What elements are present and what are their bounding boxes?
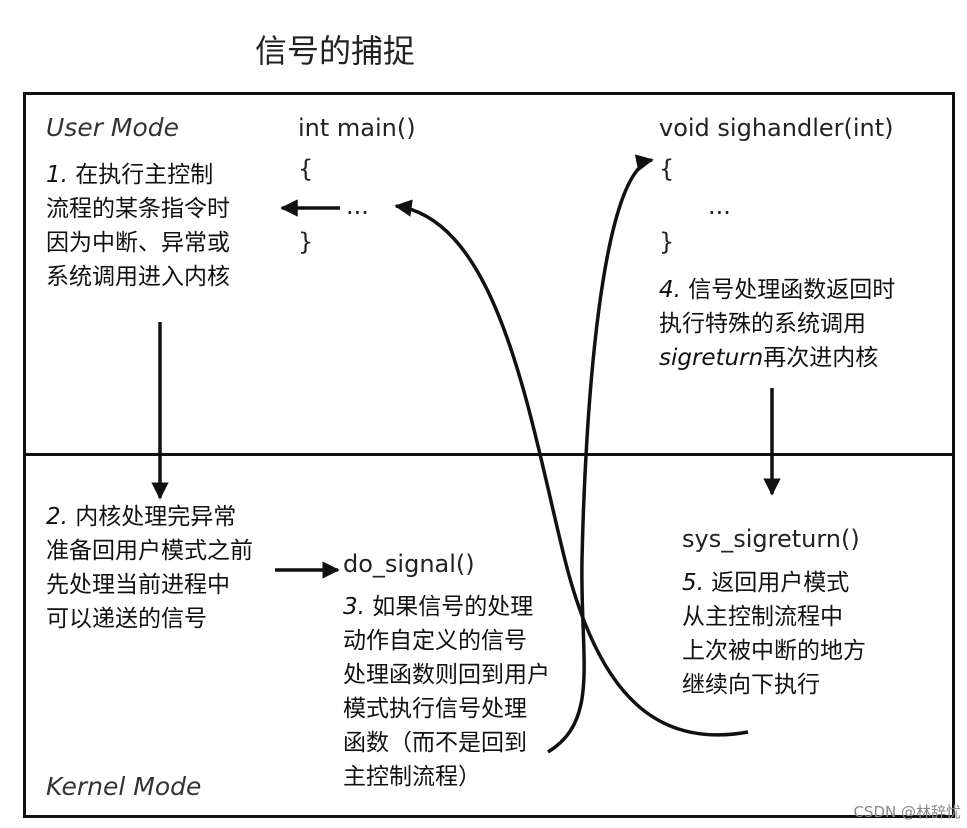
step1-number: 1. xyxy=(46,162,68,188)
step1-line: 因为中断、异常或 xyxy=(46,230,230,256)
user-mode-label: User Mode xyxy=(46,113,180,142)
step4-line: 执行特殊的系统调用 xyxy=(659,311,866,337)
step2-text: 2. 内核处理完异常 准备回用户模式之前 先处理当前进程中 可以递送的信号 xyxy=(46,500,253,636)
sigreturn-word: sigreturn xyxy=(659,345,764,371)
step4-number: 4. xyxy=(659,277,681,303)
step5-line: 上次被中断的地方 xyxy=(682,638,866,664)
step5-line: 继续向下执行 xyxy=(682,672,820,698)
mode-divider xyxy=(23,453,955,456)
step3-number: 3. xyxy=(343,594,365,620)
step3-line: 处理函数则回到用户 xyxy=(343,662,550,688)
step1-text: 1. 在执行主控制 流程的某条指令时 因为中断、异常或 系统调用进入内核 xyxy=(46,158,230,294)
handler-open-brace: { xyxy=(659,155,675,183)
main-signature: int main() xyxy=(298,114,416,142)
step4-tail: 再次进内核 xyxy=(763,345,879,371)
step2-line: 准备回用户模式之前 xyxy=(46,538,253,564)
step2-line: 内核处理完异常 xyxy=(75,504,237,530)
main-close-brace: } xyxy=(298,228,314,256)
step4-line: 信号处理函数返回时 xyxy=(688,277,896,303)
step1-line: 在执行主控制 xyxy=(75,162,214,188)
watermark: CSDN @林辞忧 xyxy=(853,803,961,821)
handler-close-brace: } xyxy=(659,228,675,256)
step2-line: 可以递送的信号 xyxy=(46,606,207,632)
step3-line: 动作自定义的信号 xyxy=(343,628,527,654)
step4-text: 4. 信号处理函数返回时 执行特殊的系统调用 sigreturn再次进内核 xyxy=(659,273,895,375)
main-ellipsis: ... xyxy=(346,192,369,220)
handler-signature: void sighandler(int) xyxy=(659,114,894,142)
step5-number: 5. xyxy=(682,570,704,596)
diagram-title: 信号的捕捉 xyxy=(255,32,416,70)
step5-line: 从主控制流程中 xyxy=(682,604,843,630)
step3-line: 如果信号的处理 xyxy=(372,594,534,620)
arrow-return-main xyxy=(394,199,749,737)
step2-line: 先处理当前进程中 xyxy=(46,572,230,598)
main-open-brace: { xyxy=(298,155,314,183)
kernel-mode-label: Kernel Mode xyxy=(46,772,202,801)
handler-ellipsis: ... xyxy=(708,192,731,220)
step2-number: 2. xyxy=(46,504,68,530)
step5-line: 返回用户模式 xyxy=(711,570,850,596)
step3-line: 模式执行信号处理 xyxy=(343,696,527,722)
step3-line: 函数（而不是回到 xyxy=(343,730,527,756)
sys-sigreturn-func: sys_sigreturn() xyxy=(682,525,860,553)
do-signal-func: do_signal() xyxy=(343,550,475,578)
step1-line: 系统调用进入内核 xyxy=(46,264,230,290)
step5-text: 5. 返回用户模式 从主控制流程中 上次被中断的地方 继续向下执行 xyxy=(682,566,866,702)
step1-line: 流程的某条指令时 xyxy=(46,196,230,222)
step3-line: 主控制流程） xyxy=(343,764,481,790)
step3-text: 3. 如果信号的处理 动作自定义的信号 处理函数则回到用户 模式执行信号处理 函… xyxy=(343,590,550,794)
arrow-to-sighandler xyxy=(547,154,654,754)
